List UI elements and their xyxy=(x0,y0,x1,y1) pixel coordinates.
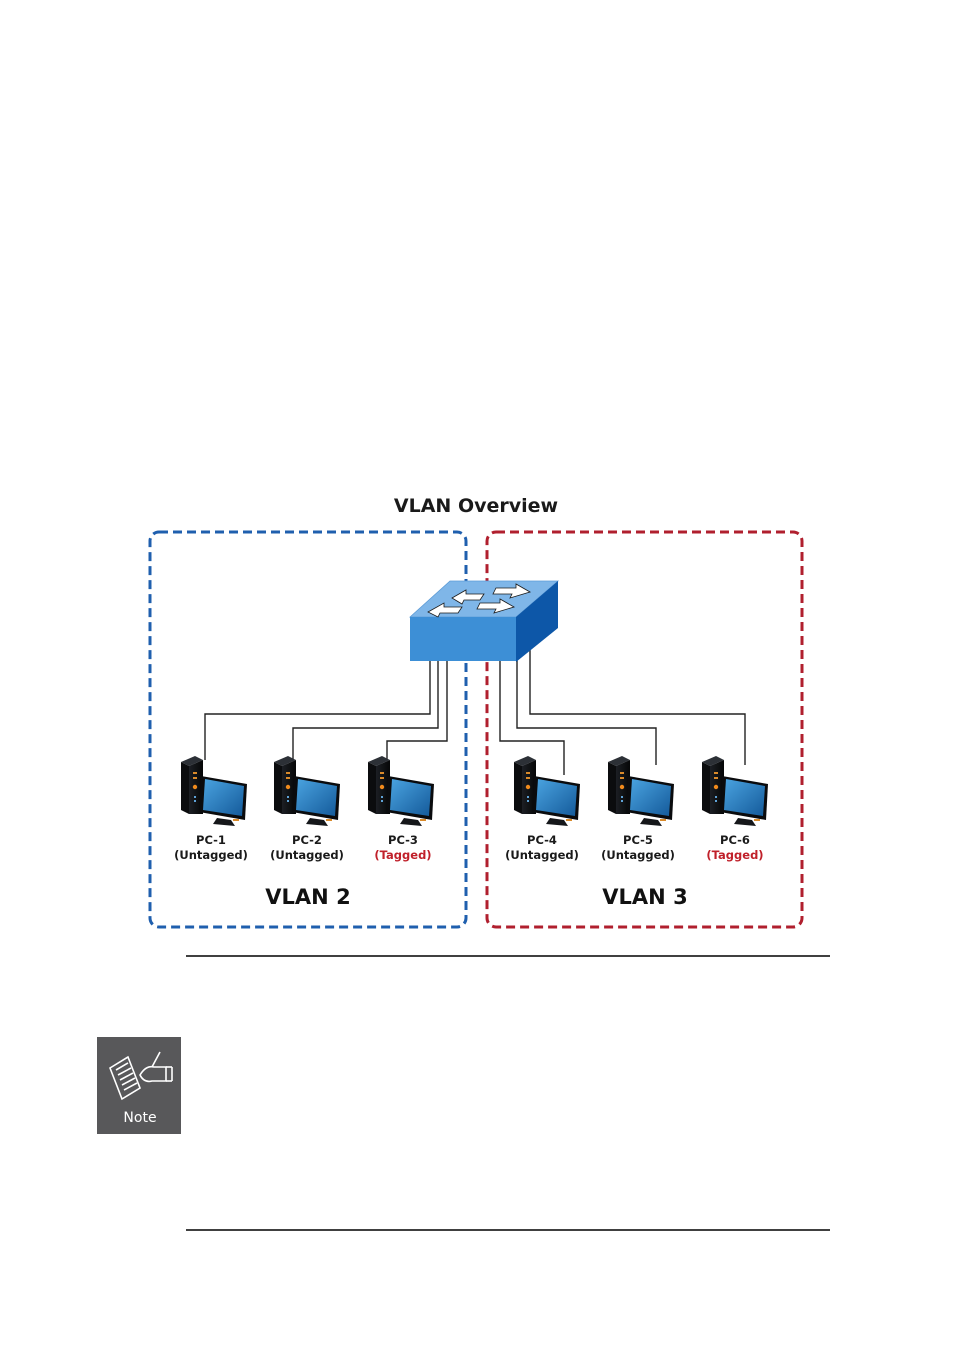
vlan-3-label: VLAN 3 xyxy=(602,885,687,909)
pc-5-name: PC-5 xyxy=(623,833,653,847)
pc-5-mode: (Untagged) xyxy=(601,848,675,862)
wire-pc-4 xyxy=(499,660,565,775)
pc-5 xyxy=(608,756,674,826)
pc-3-name: PC-3 xyxy=(388,833,418,847)
wire-pc-6 xyxy=(529,645,746,765)
pc-4-mode: (Untagged) xyxy=(505,848,579,862)
wire-pc-1 xyxy=(204,660,431,760)
network-wires xyxy=(204,645,746,775)
vlan-2-label: VLAN 2 xyxy=(265,885,350,909)
pc-4 xyxy=(514,756,580,826)
pc-6-name: PC-6 xyxy=(720,833,750,847)
network-switch-icon xyxy=(408,580,560,662)
pc-3-mode: (Tagged) xyxy=(374,848,431,862)
vlan-3-region xyxy=(485,530,804,929)
pc-3 xyxy=(368,756,434,826)
pc-6-mode: (Tagged) xyxy=(706,848,763,862)
pc-1 xyxy=(181,756,247,826)
wire-pc-3 xyxy=(386,660,448,760)
computer-icon xyxy=(514,756,580,826)
pc-1-name: PC-1 xyxy=(196,833,226,847)
pc-2-mode: (Untagged) xyxy=(270,848,344,862)
diagram-title: VLAN Overview xyxy=(394,495,558,517)
computer-icon xyxy=(181,756,247,826)
computer-icon xyxy=(368,756,434,826)
vlan-2-region xyxy=(148,530,468,929)
computer-icon xyxy=(608,756,674,826)
pc-2 xyxy=(274,756,340,826)
pc-6 xyxy=(702,756,768,826)
pc-2-name: PC-2 xyxy=(292,833,322,847)
wire-pc-2 xyxy=(292,660,439,760)
pc-1-mode: (Untagged) xyxy=(174,848,248,862)
pc-4-name: PC-4 xyxy=(527,833,557,847)
computer-icon xyxy=(702,756,768,826)
note-pencil-icon xyxy=(109,1051,173,1101)
note-label: Note xyxy=(123,1110,156,1126)
note-icon: Note xyxy=(97,1037,181,1134)
wire-pc-5 xyxy=(516,660,657,765)
computer-icon xyxy=(274,756,340,826)
